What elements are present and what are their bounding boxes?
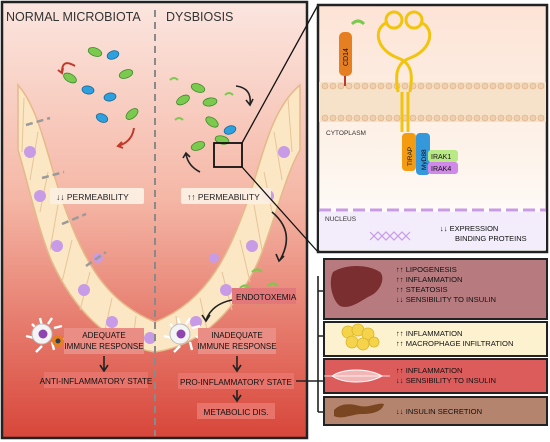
normal-bacteria: [57, 47, 139, 149]
anti-inflammatory-state: ANTI-INFLAMMATORY STATE: [40, 377, 153, 386]
tlr4-receptor: [376, 10, 432, 132]
muscle-line-1: ↑↑ INFLAMMATION: [396, 366, 463, 375]
normal-permeability-label: ↓↓ PERMEABILITY: [56, 192, 129, 202]
header-dysbiosis: DYSBIOSIS: [166, 10, 233, 24]
inadequate-response-line2: IMMUNE RESPONSE: [197, 342, 276, 351]
adipose-line-1: ↑↑ INFLAMMATION: [396, 329, 463, 338]
organ-row-adipose: ↑↑ INFLAMMATION ↑↑ MACROPHAGE INFILTRATI…: [323, 321, 548, 357]
liver-line-4: ↓↓ SENSIBILITY TO INSULIN: [396, 295, 496, 304]
adipose-icon: [341, 323, 380, 351]
cytoplasm-label: CYTOPLASM: [326, 130, 366, 137]
adaptor-complex: TIRAP MyD88 IRAK1 IRAK4: [402, 133, 458, 175]
adequate-response-line1: ADEQUATE: [82, 331, 125, 340]
organ-effects: ↑↑ LIPOGENESIS ↑↑ INFLAMMATION ↑↑ STEATO…: [317, 258, 548, 426]
expression-line2: BINDING PROTEINS: [455, 234, 527, 243]
inadequate-response-line1: INADEQUATE: [211, 331, 262, 340]
tirap-label: TIRAP: [407, 147, 414, 166]
pancreas-line-1: ↓↓ INSULIN SECRETION: [396, 407, 482, 416]
pancreas-icon: [334, 403, 384, 418]
liver-line-2: ↑↑ INFLAMMATION: [396, 275, 463, 284]
organ-row-pancreas: ↓↓ INSULIN SECRETION: [323, 396, 548, 426]
cd14-receptor: CD14: [339, 32, 352, 86]
adequate-response-line2: IMMUNE RESPONSE: [64, 342, 143, 351]
cell-signaling-panel: CD14 CYTOPLASM TIRAP MyD88 IRAK1 IRAK4 N…: [316, 3, 549, 254]
dysbiosis-permeability-label: ↑↑ PERMEABILITY: [187, 192, 260, 202]
muscle-line-2: ↓↓ SENSIBILITY TO INSULIN: [396, 376, 496, 385]
cd14-label: CD14: [343, 48, 350, 66]
zoom-region-box: [213, 142, 243, 168]
pro-inflammatory-state: PRO-INFLAMMATORY STATE: [180, 378, 292, 387]
macrophage-icon-normal: [25, 317, 65, 353]
header-normal-microbiota: NORMAL MICROBIOTA: [6, 10, 141, 24]
metabolic-dis-label: METABOLIC DIS.: [204, 408, 269, 417]
liver-icon: [330, 266, 383, 307]
dysbiosis-bacteria: [169, 77, 254, 173]
organ-row-liver: ↑↑ LIPOGENESIS ↑↑ INFLAMMATION ↑↑ STEATO…: [323, 258, 548, 320]
expression-line1: ↓↓ EXPRESSION: [440, 224, 498, 233]
liver-line-1: ↑↑ LIPOGENESIS: [396, 265, 457, 274]
liver-line-3: ↑↑ STEATOSIS: [396, 285, 448, 294]
macrophage-icon-dysbiosis: [163, 317, 203, 353]
left-panel: NORMAL MICROBIOTA DYSBIOSIS: [0, 0, 318, 440]
organ-row-muscle: ↑↑ INFLAMMATION ↓↓ SENSIBILITY TO INSULI…: [323, 358, 548, 394]
adipose-line-2: ↑↑ MACROPHAGE INFILTRATION: [396, 339, 513, 348]
endotoxemia-label: ENDOTOXEMIA: [236, 293, 297, 302]
irak4-label: IRAK4: [431, 166, 451, 173]
cell-membrane: [319, 82, 546, 122]
irak1-label: IRAK1: [431, 154, 451, 161]
nucleus-label: NUCLEUS: [325, 216, 357, 223]
dna-icon: [369, 231, 411, 241]
myd88-label: MyD88: [421, 149, 428, 170]
